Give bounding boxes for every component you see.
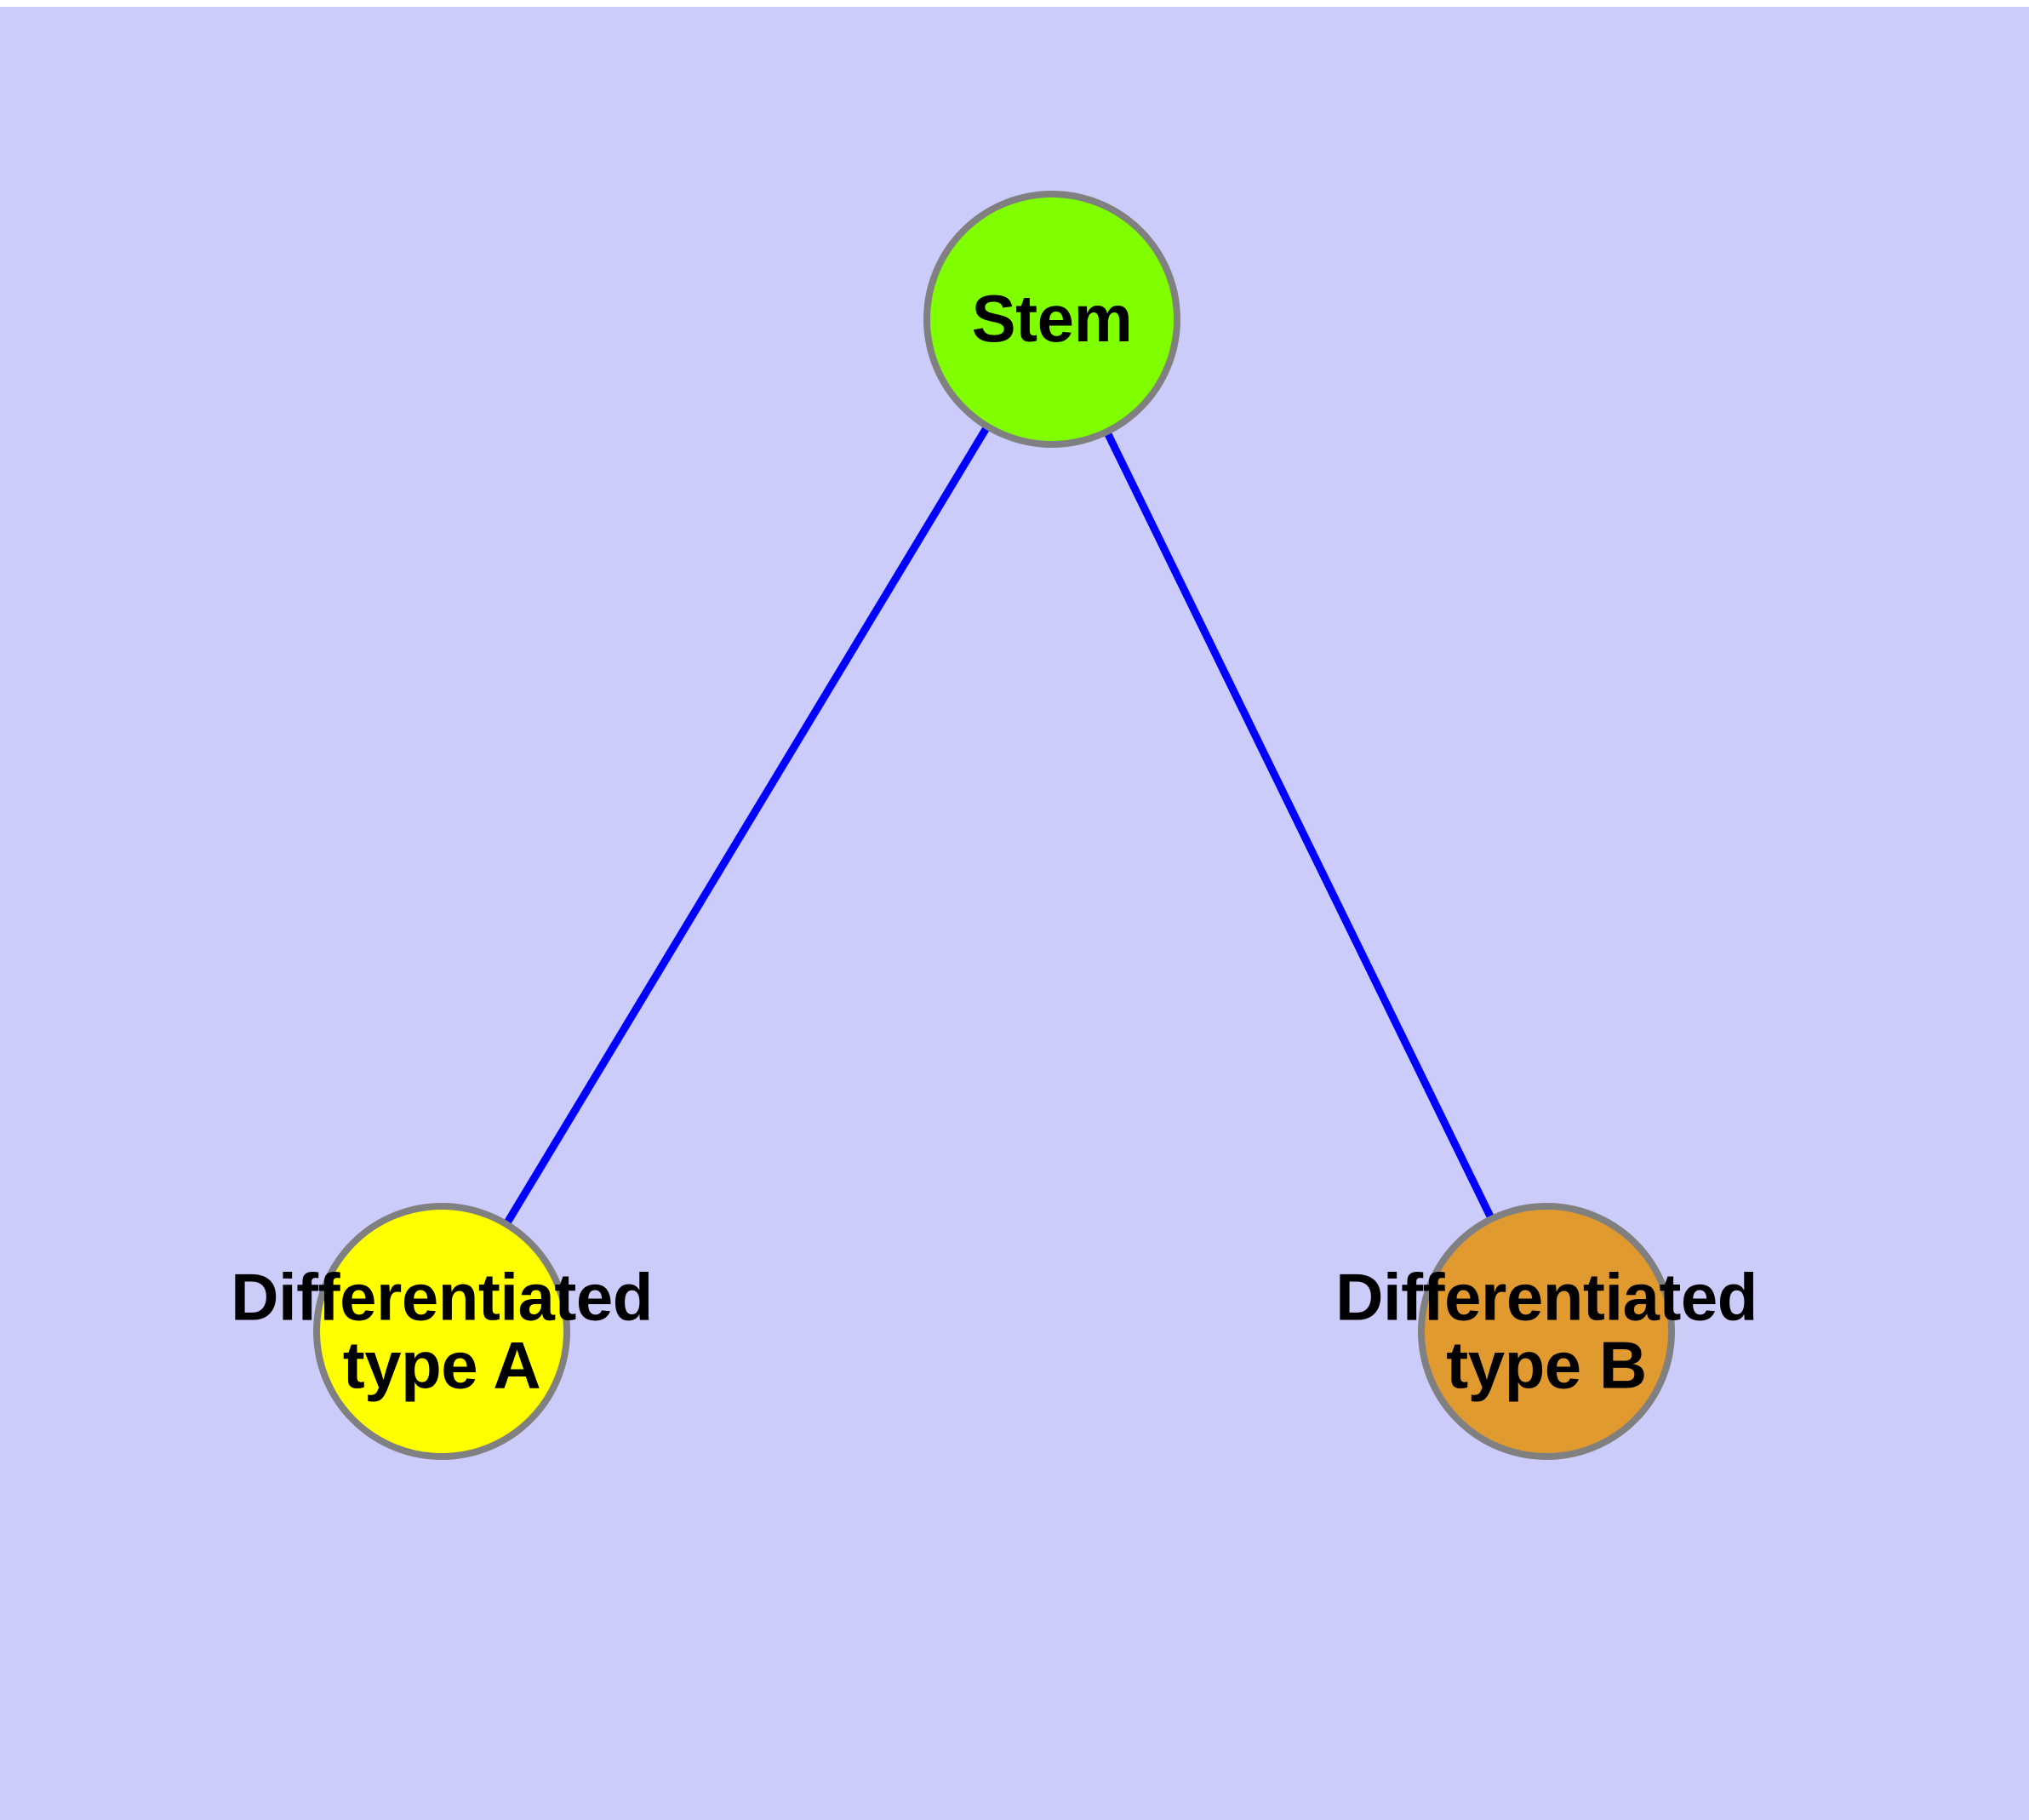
edge-layer [438,317,1551,1334]
node-stem[interactable] [923,191,1180,448]
edge-stem-to-diff-a[interactable] [438,317,1055,1334]
node-diff-a[interactable] [313,1203,570,1460]
node-diff-b[interactable] [1418,1203,1675,1460]
node-layer [313,191,1675,1460]
edge-stem-to-diff-b[interactable] [1048,318,1551,1333]
